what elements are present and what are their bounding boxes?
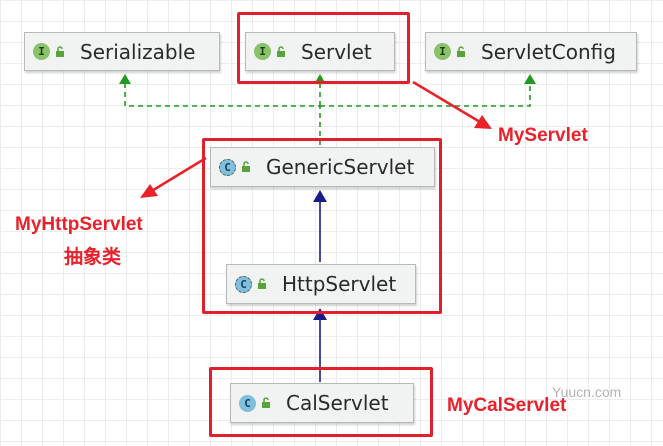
annotation-arrows xyxy=(149,80,481,194)
interface-icon: I xyxy=(254,43,271,60)
highlight-box-calservlet xyxy=(209,367,433,437)
node-label: GenericServlet xyxy=(266,155,415,179)
node-servlet[interactable]: I Servlet xyxy=(245,32,395,71)
arrowhead-servletconfig xyxy=(524,74,536,84)
node-label: Serializable xyxy=(80,39,196,64)
lock-icon xyxy=(262,397,270,408)
annotation-myhttpservlet: MyHttpServlet xyxy=(15,214,143,235)
implements-lines xyxy=(124,84,531,163)
implements-servletconfig-line xyxy=(320,84,531,107)
interface-icon: I xyxy=(434,43,451,60)
node-calservlet[interactable]: C CalServlet xyxy=(230,383,414,423)
node-serializable[interactable]: I Serializable xyxy=(24,32,220,71)
lock-icon xyxy=(258,278,266,289)
node-label: HttpServlet xyxy=(282,272,397,296)
myservlet-arrow-line xyxy=(412,80,481,124)
annotation-myservlet: MyServlet xyxy=(498,125,588,146)
lock-icon xyxy=(277,45,285,57)
node-label: CalServlet xyxy=(286,391,389,415)
myhttpservlet-arrow-line xyxy=(149,156,207,194)
node-httpservlet[interactable]: C HttpServlet xyxy=(226,264,416,304)
lock-icon xyxy=(242,161,250,172)
watermark: Yuucn.com xyxy=(552,384,622,400)
annotation-abstract-class: 抽象类 xyxy=(64,247,122,268)
annotation-mycalservlet: MyCalServlet xyxy=(447,395,567,416)
interface-icon: I xyxy=(33,43,50,60)
lock-icon xyxy=(457,45,465,57)
extends-arrowheads xyxy=(313,190,327,320)
myhttpservlet-arrowhead xyxy=(140,184,158,198)
node-servletconfig[interactable]: I ServletConfig xyxy=(425,32,637,71)
class-icon: C xyxy=(239,394,256,412)
highlight-box-httpservlet-group xyxy=(202,138,442,314)
arrowhead-httpservlet xyxy=(313,308,327,320)
abstract-class-icon: C xyxy=(235,275,252,293)
node-label: ServletConfig xyxy=(481,39,616,64)
arrowhead-serializable xyxy=(119,74,131,84)
lock-icon xyxy=(56,45,64,57)
node-label: Servlet xyxy=(301,39,372,64)
node-genericservlet[interactable]: C GenericServlet xyxy=(210,147,435,187)
abstract-class-icon: C xyxy=(219,158,236,176)
myservlet-arrowhead xyxy=(474,115,492,129)
highlight-box-servlet xyxy=(237,12,410,84)
arrowhead-genericservlet xyxy=(313,190,327,202)
implements-serializable-line xyxy=(124,84,321,163)
